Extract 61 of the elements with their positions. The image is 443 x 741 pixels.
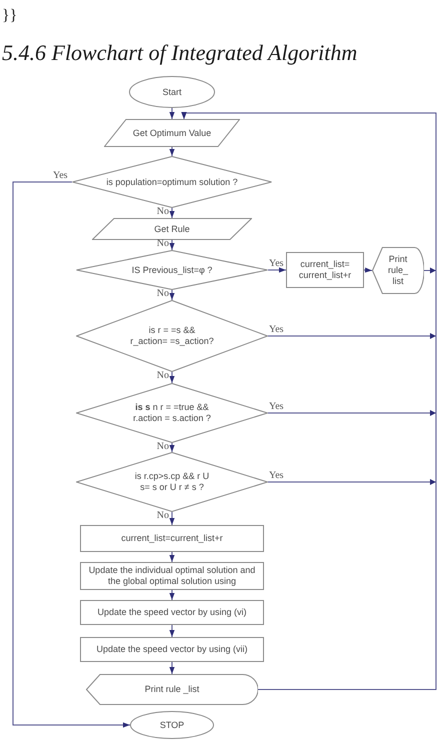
connector-arrow [364,267,372,273]
node-text: current_list= current_list+r [298,259,352,281]
display-shape [372,247,424,294]
process-box [80,637,264,662]
process-box [80,600,264,625]
node-text: Get Rule [154,224,190,234]
connector-arrow [169,624,175,638]
decision-diamond [76,383,268,443]
node-text: Update the speed vector by using (vi) [97,607,247,618]
connector-arrow [169,590,175,600]
edge-label: Yes [269,258,284,269]
connector-arrow [268,267,286,273]
connector-arrow [169,662,175,674]
connector-arrow [12,182,130,728]
edge-label: Yes [53,170,68,181]
connector-arrow [169,108,175,120]
edge-label: No [156,370,169,381]
process-box [80,525,264,552]
edge-label: Yes [269,324,284,335]
connector-arrow [181,112,436,690]
connector-arrow [169,290,175,300]
node-text: Get Optimum Value [132,128,212,138]
edge-label: No [156,288,169,299]
edge-label: No [156,510,169,521]
terminal-oval [129,76,215,108]
connector-arrow [169,552,175,562]
node-text: STOP [160,720,184,730]
edge-label: No [156,206,169,217]
node-text: Update the speed vector by using (vii) [96,644,248,655]
decision-diamond [76,452,268,512]
node-text: is r = =s && r_action= =s_action? [130,325,214,347]
node-text: IS Previous_list=φ ? [132,264,212,276]
edge-label: Yes [269,470,284,481]
node-text: is r.cp>s.cp && r U s= s or U r ≠ s ? [134,471,210,493]
node-text: Update the individual optimal solution and the global optimal solution using [88,565,256,587]
terminal-oval [130,711,214,739]
process-box [286,252,364,288]
node-text: Print rule_ list [386,254,409,287]
connector-arrow [169,512,175,526]
process-box [80,562,264,590]
input-parallelogram [92,218,252,240]
connector-arrow [169,208,175,218]
edge-label: No [156,238,169,249]
edge-label: No [156,441,169,452]
node-text: is population=optimum solution ? [106,176,238,188]
connector-arrow [169,146,175,156]
node-text: is s n r = =true && r.action = s.action ? [132,402,212,424]
decision-diamond [72,156,272,208]
node-text: Print rule _list [144,684,200,695]
connector-arrow [169,442,175,452]
section-title: 5.4.6 Flowchart of Integrated Algorithm [2,42,358,64]
text-fragment: }} [2,8,18,24]
connector-arrow [169,240,175,250]
decision-diamond [76,300,268,372]
decision-diamond [76,250,268,290]
node-text: current_list=current_list+r [121,533,223,544]
node-text: Start [162,86,182,98]
input-parallelogram [104,119,240,147]
connector-arrow [169,372,175,384]
edge-label: Yes [269,401,284,412]
display-shape [86,674,258,705]
